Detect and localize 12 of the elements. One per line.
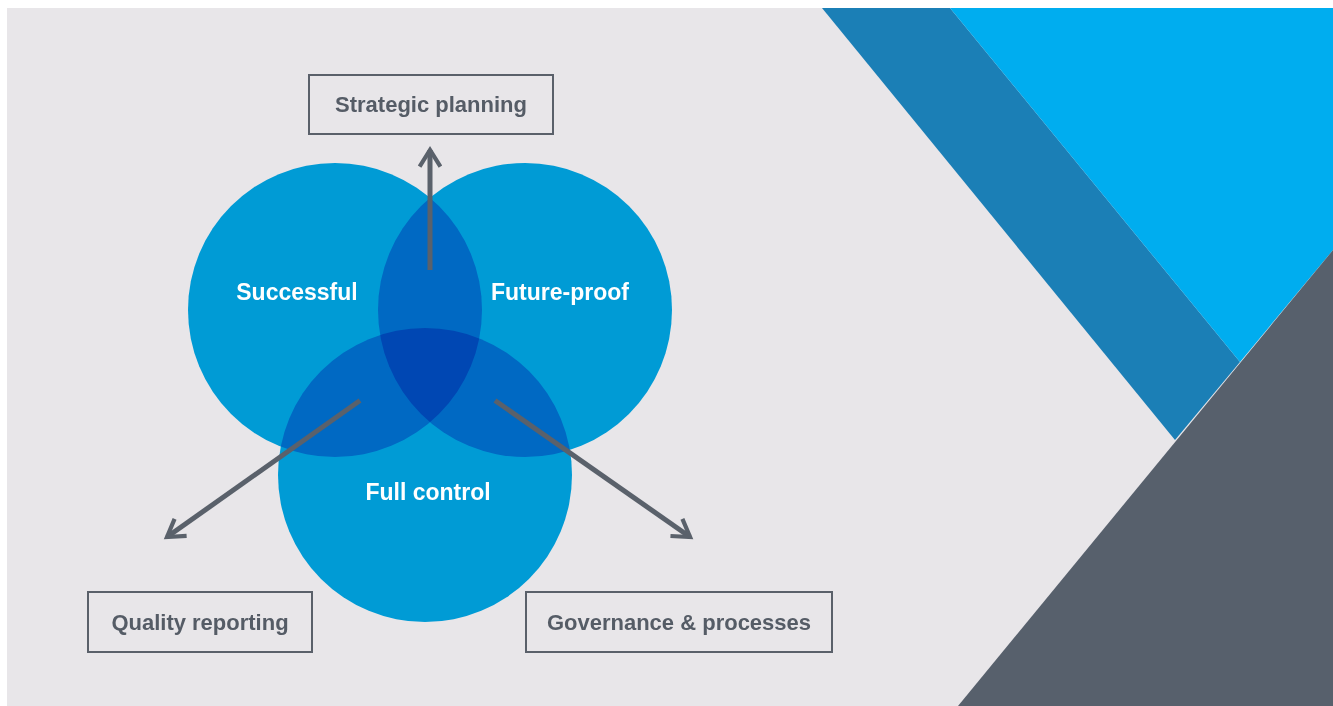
- label-box: [525, 591, 833, 653]
- box-label: Quality reporting: [111, 608, 289, 637]
- label-box: [308, 74, 554, 135]
- arrow: [493, 398, 693, 540]
- circle-label: Successful: [236, 277, 358, 307]
- arrow: [417, 147, 443, 270]
- box-label: Strategic planning: [335, 91, 527, 119]
- label-box: [87, 591, 313, 653]
- circle-label: Future-proof: [491, 277, 629, 307]
- arrow: [164, 398, 362, 540]
- box-label: Governance & processes: [546, 608, 812, 637]
- circle-label: Full control: [365, 477, 491, 507]
